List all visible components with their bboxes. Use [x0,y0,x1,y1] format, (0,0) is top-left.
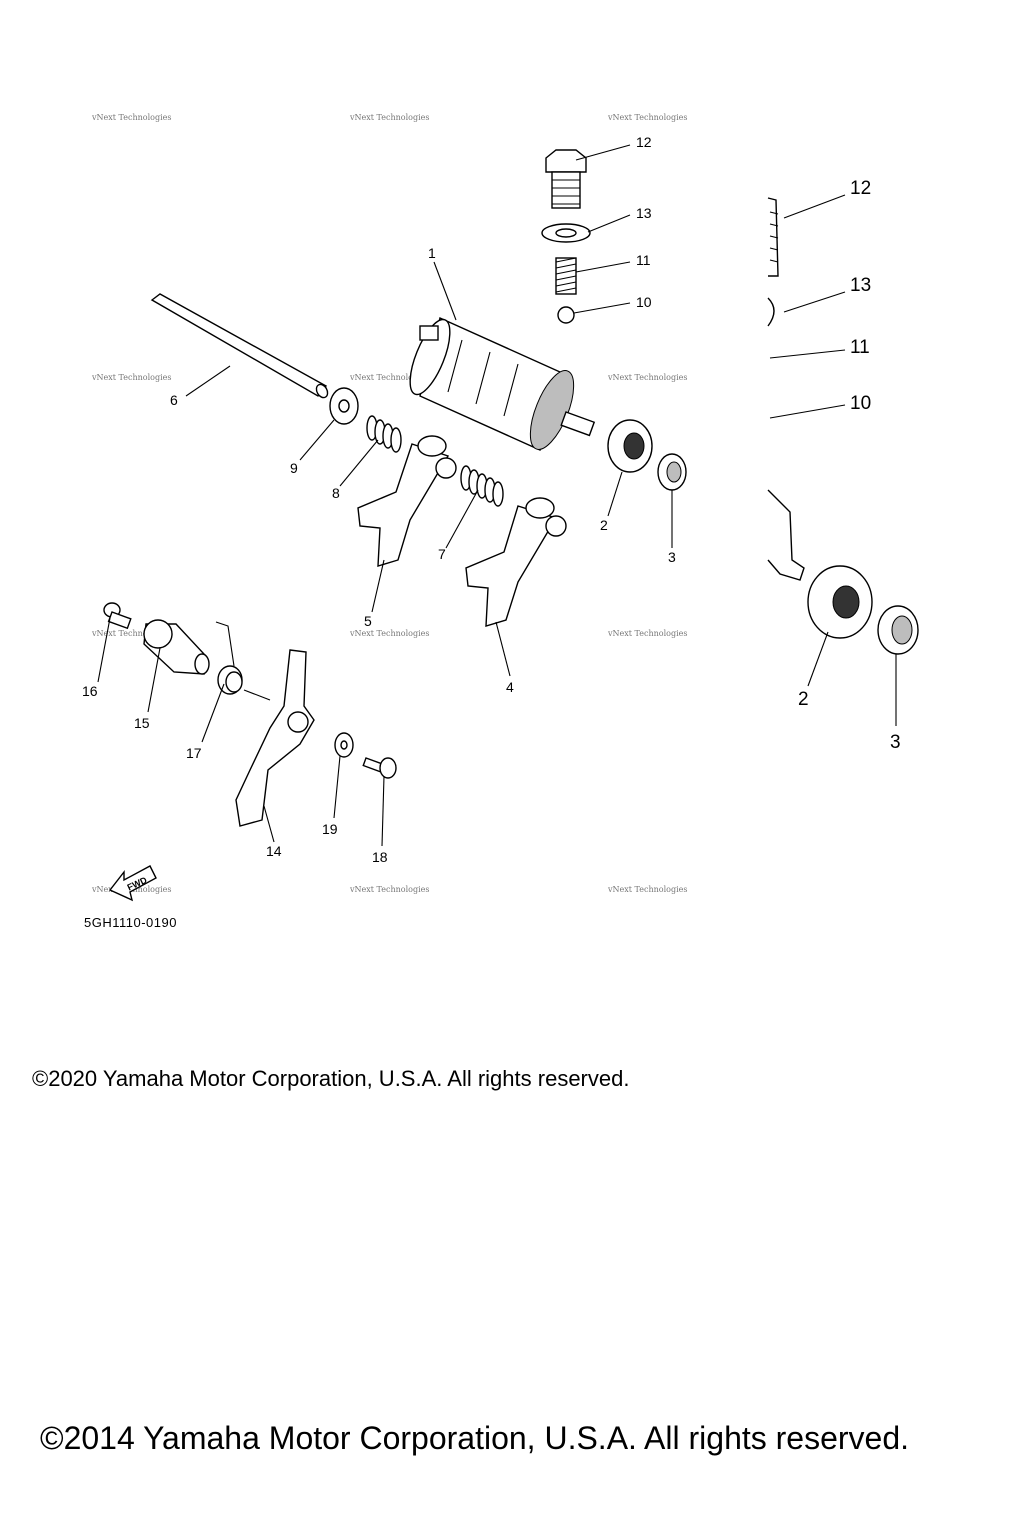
part-9-washer[interactable] [329,387,359,425]
watermark: vNext Technologies [349,373,429,382]
part-8-spring[interactable] [366,415,402,453]
callout-9: 9 [290,460,298,476]
callout-1: 1 [428,245,436,261]
copyright-notice-2020: ©2020 Yamaha Motor Corporation, U.S.A. A… [32,1066,630,1091]
part-14-shift-arm[interactable] [235,649,315,827]
callouts: 12 13 11 10 1 6 9 8 7 5 4 2 3 16 15 17 1… [82,134,901,865]
part-7-spring[interactable] [460,465,504,507]
part-12-bolt[interactable] [545,149,587,209]
part-2-bearing[interactable] [607,419,653,473]
zoom-callout-13: 13 [850,275,871,296]
copyright-notice-2014: ©2014 Yamaha Motor Corporation, U.S.A. A… [40,1420,910,1456]
callout-13: 13 [636,205,652,221]
callout-2: 2 [600,517,608,533]
callout-18: 18 [372,849,388,865]
zoom-part-2-bearing[interactable] [807,565,873,639]
watermark: vNext Technologies [349,885,429,894]
part-code: 5GH1110-0190 [84,915,177,930]
leader-lines [97,144,897,847]
watermark: vNext Technologies [607,113,687,122]
part-13-washer[interactable] [541,223,591,243]
part-18-bolt[interactable] [362,757,397,779]
callout-3: 3 [668,549,676,565]
callout-15: 15 [134,715,150,731]
watermark: vNext Technologies [349,629,429,638]
watermark: vNext Technologies [349,113,429,122]
part-3-oil-seal[interactable] [657,453,687,491]
watermark: vNext Technologies [607,885,687,894]
watermark: vNext Technologies [607,629,687,638]
zoom-callout-11: 11 [850,337,870,358]
part-6-shift-shaft[interactable] [150,293,330,400]
part-11-spring[interactable] [555,257,577,295]
part-16-bolt[interactable] [103,602,132,630]
callout-12: 12 [636,134,652,150]
callout-19: 19 [322,821,338,837]
watermark: vNext Technologies [91,629,171,638]
zoom-callout-10: 10 [850,393,871,414]
callout-14: 14 [266,843,282,859]
watermark: vNext Technologies [607,373,687,382]
callout-11: 11 [636,252,651,268]
callout-7: 7 [438,546,446,562]
watermark: vNext Technologies [91,113,171,122]
part-17-torsion-spring[interactable] [215,621,243,695]
part-1-shift-drum[interactable] [402,315,596,455]
zoom-callout-2: 2 [798,689,809,710]
zoom-callout-12: 12 [850,178,871,199]
callout-4: 4 [506,679,514,695]
part-4-shift-fork[interactable] [465,497,567,627]
zoom-part-3-oil-seal[interactable] [877,605,919,655]
callout-17: 17 [186,745,202,761]
callout-16: 16 [82,683,98,699]
callout-8: 8 [332,485,340,501]
part-15-collar[interactable] [143,619,210,675]
callout-5: 5 [364,613,372,629]
parts-diagram: vNext Technologies vNext Technologies vN… [82,113,919,902]
part-19-washer[interactable] [334,732,354,758]
zoom-detail [767,197,919,655]
callout-10: 10 [636,294,652,310]
zoom-callout-3: 3 [890,732,901,753]
callout-6: 6 [170,392,178,408]
part-5-shift-fork[interactable] [357,435,457,567]
watermark: vNext Technologies [91,373,171,382]
part-10-ball[interactable] [557,306,575,324]
fwd-arrow-icon: FWD [108,865,157,902]
